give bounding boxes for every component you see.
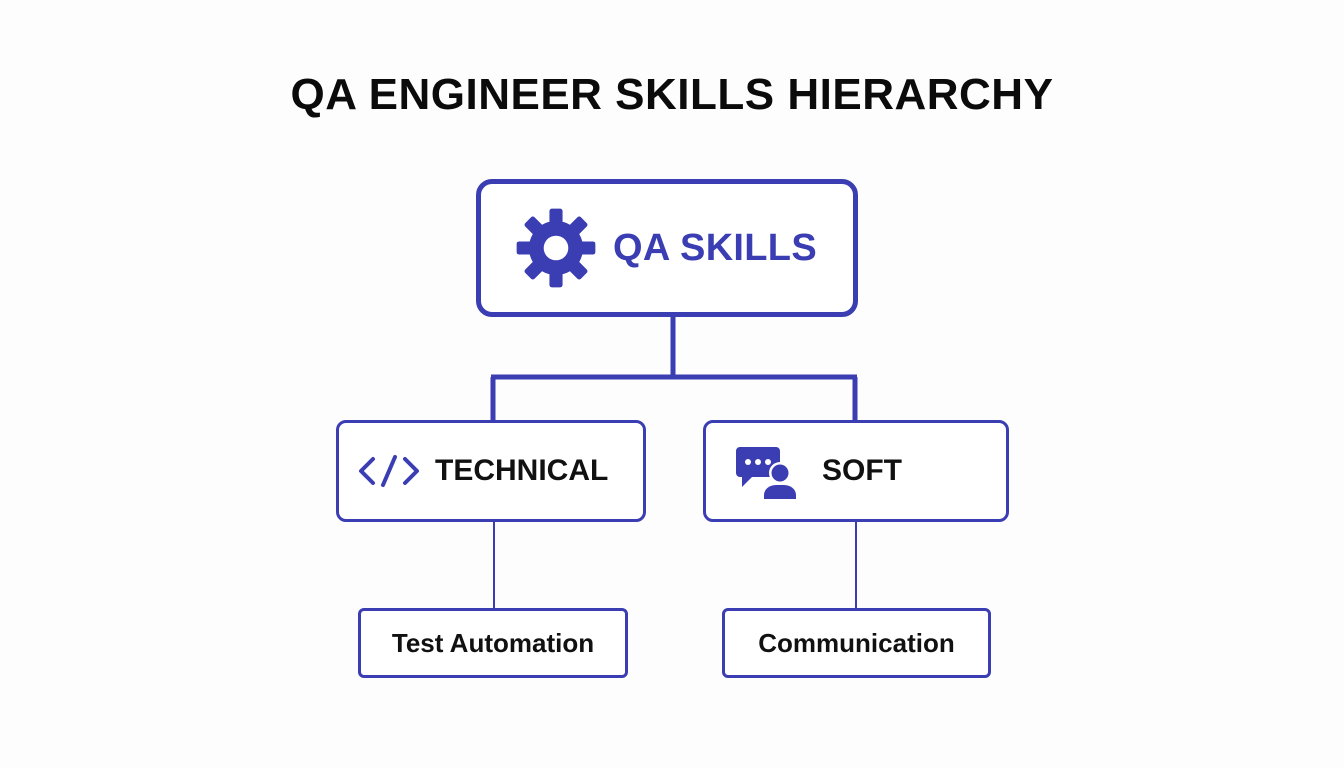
branch-node-technical: TECHNICAL (336, 420, 646, 522)
chat-person-icon (732, 443, 800, 499)
gear-icon (515, 207, 597, 289)
branch-label-technical: TECHNICAL (435, 454, 609, 487)
root-to-branches-connector (490, 317, 858, 420)
branch-to-leaf-connectors (493, 522, 857, 608)
diagram-title: QA ENGINEER SKILLS HIERARCHY (290, 70, 1054, 119)
leaf-node-test-automation: Test Automation (358, 608, 628, 678)
branch-label-soft: SOFT (822, 454, 902, 487)
leaf-label-communication: Communication (758, 627, 955, 658)
code-icon (357, 453, 421, 489)
root-node-qa-skills: QA SKILLS (476, 179, 858, 317)
branch-node-soft: SOFT (703, 420, 1009, 522)
leaf-label-test-automation: Test Automation (391, 627, 595, 658)
root-node-label: QA SKILLS (613, 226, 817, 269)
leaf-node-communication: Communication (722, 608, 991, 678)
